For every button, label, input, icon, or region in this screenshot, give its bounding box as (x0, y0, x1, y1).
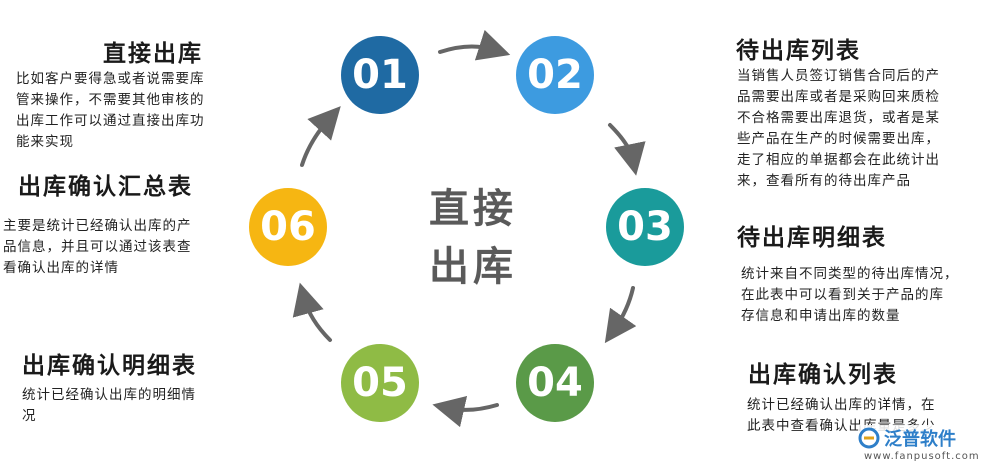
step-02-desc-line: 些产品在生产的时候需要出库， (737, 131, 940, 147)
step-circle-04: 04 (516, 344, 594, 422)
step-02-title: 待出库列表 (736, 38, 861, 64)
step-01-desc: 比如客户要得急或者说需要库 管来操作，不需要其他审核的 出库工作可以通过直接出库… (16, 69, 246, 153)
center-label: 直接 出库 (418, 180, 528, 296)
step-01-title: 直接出库 (103, 41, 203, 67)
logo-url: www.fanpusoft.com (864, 451, 980, 462)
arrow-05-06 (292, 282, 332, 342)
step-circle-05: 05 (341, 344, 419, 422)
step-05-desc-line: 况 (22, 408, 37, 424)
step-02-desc-line: 当销售人员签订销售合同后的产 (737, 68, 940, 84)
step-01-desc-line: 管来操作，不需要其他审核的 (16, 92, 205, 108)
arrow-01-02 (438, 29, 511, 61)
step-02-desc-line: 来，查看所有的待出库产品 (737, 173, 911, 189)
step-06-desc-line: 主要是统计已经确认出库的产 (3, 218, 192, 234)
step-06-title: 出库确认汇总表 (18, 174, 193, 200)
step-05-desc: 统计已经确认出库的明细情 况 (22, 385, 262, 427)
step-03-desc: 统计来自不同类型的待出库情况， 在此表中可以看到关于产品的库 存信息和申请出库的… (741, 264, 991, 327)
step-circle-06: 06 (249, 188, 327, 266)
step-03-desc-line: 在此表中可以看到关于产品的库 (741, 287, 944, 303)
logo-icon (858, 427, 880, 449)
step-04-title: 出库确认列表 (748, 362, 898, 388)
step-01-desc-line: 能来实现 (16, 134, 74, 150)
step-05-title: 出库确认明细表 (22, 353, 197, 379)
step-01-desc-line: 出库工作可以通过直接出库功 (16, 113, 205, 129)
step-02-desc-line: 不合格需要出库退货，或者是某 (737, 110, 940, 126)
step-02-desc-line: 品需要出库或者是采购回来质检 (737, 89, 940, 105)
step-06-desc-line: 看确认出库的详情 (3, 260, 119, 276)
step-05-desc-line: 统计已经确认出库的明细情 (22, 387, 196, 403)
step-circle-01: 01 (341, 36, 419, 114)
step-02-desc-line: 走了相应的单据都会在此统计出 (737, 152, 940, 168)
step-03-title: 待出库明细表 (737, 225, 887, 251)
step-06-desc: 主要是统计已经确认出库的产 品信息，并且可以通过该表查 看确认出库的详情 (3, 216, 243, 279)
step-04-desc-line: 统计已经确认出库的详情，在 (747, 397, 936, 413)
arrow-04-05 (432, 395, 499, 428)
arrow-06-01 (300, 106, 341, 167)
step-01-desc-line: 比如客户要得急或者说需要库 (16, 71, 205, 87)
logo-name: 泛普软件 (884, 429, 956, 450)
step-02-desc: 当销售人员签订销售合同后的产 品需要出库或者是采购回来质检 不合格需要出库退货，… (737, 66, 992, 192)
arrow-02-03 (608, 123, 646, 176)
arrow-03-04 (604, 286, 637, 344)
step-circle-02: 02 (516, 36, 594, 114)
center-line-1: 直接 (429, 186, 517, 232)
step-03-desc-line: 存信息和申请出库的数量 (741, 308, 901, 324)
step-03-desc-line: 统计来自不同类型的待出库情况， (741, 266, 959, 282)
step-circle-03: 03 (606, 188, 684, 266)
step-06-desc-line: 品信息，并且可以通过该表查 (3, 239, 192, 255)
center-line-2: 出库 (429, 244, 517, 290)
logo-watermark: 泛普软件 www.fanpusoft.com (858, 425, 988, 467)
